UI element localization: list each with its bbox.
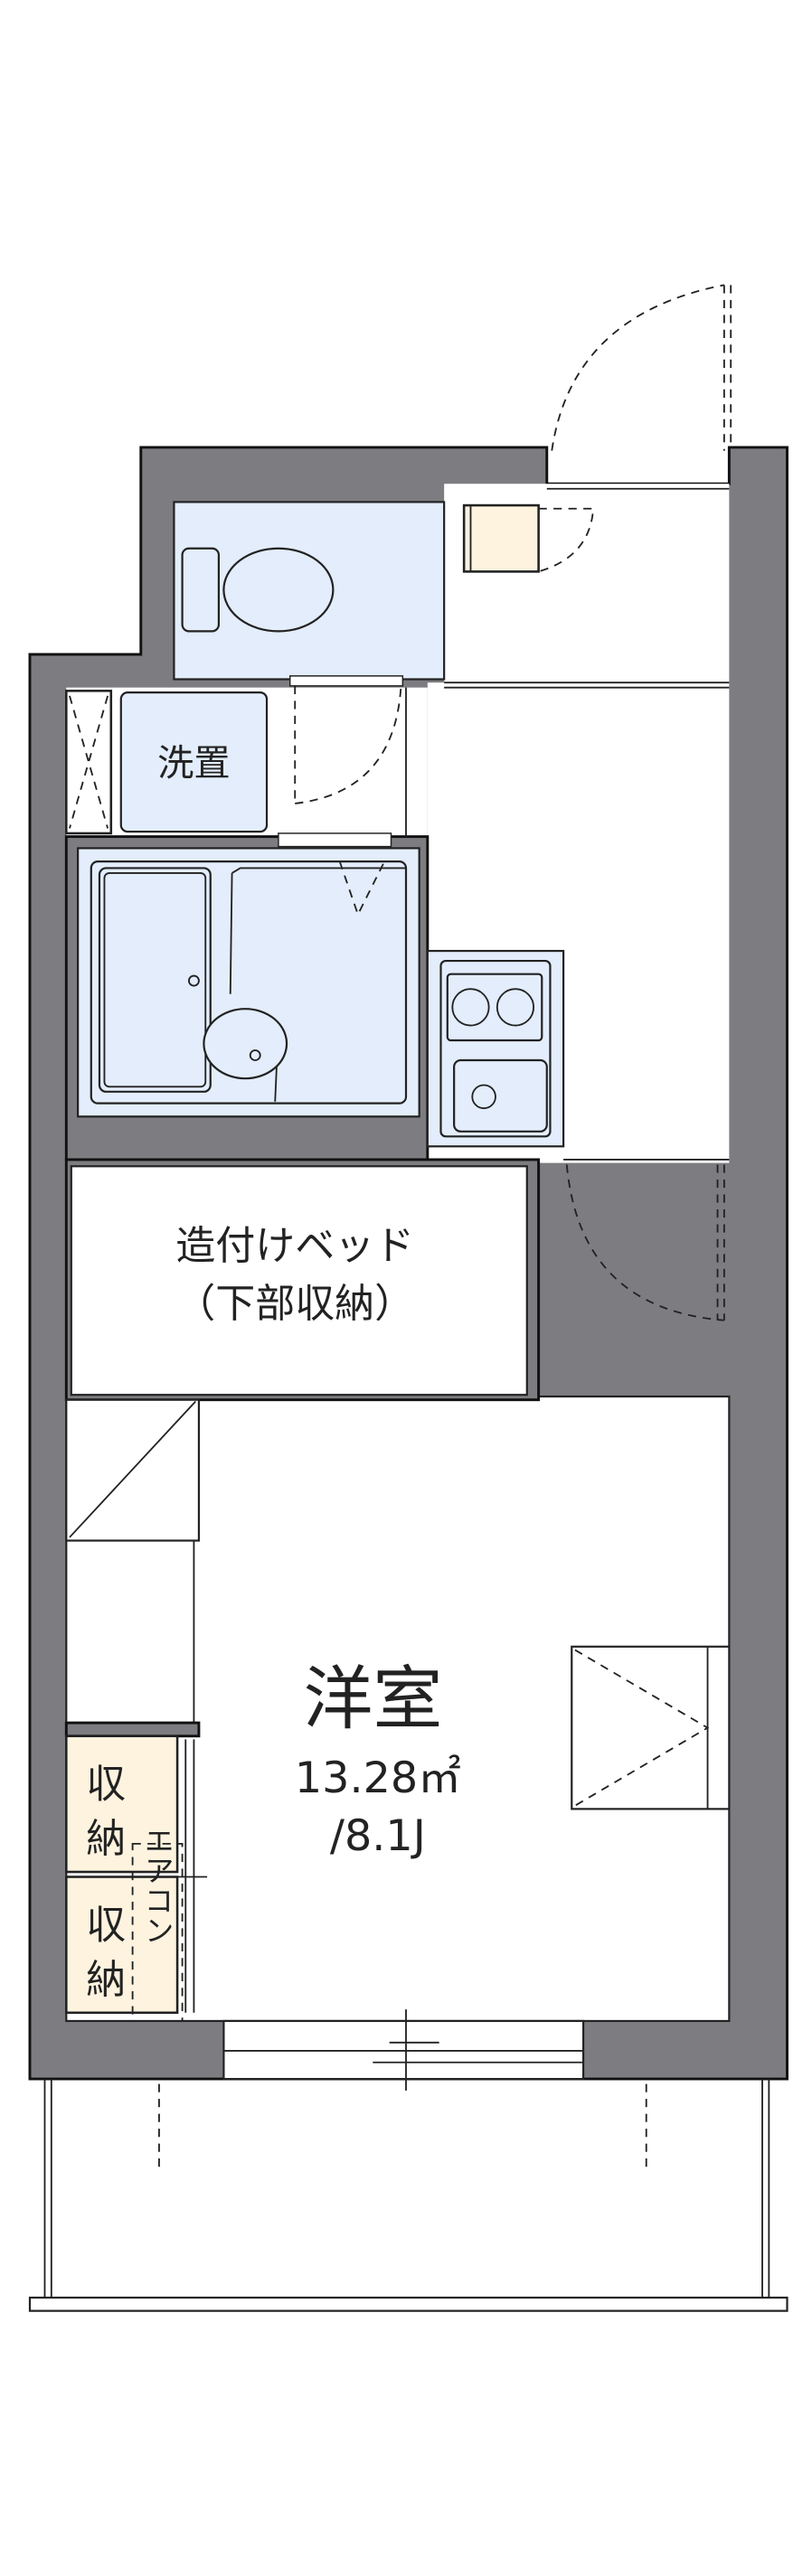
- storage-1: [65, 1735, 179, 1874]
- built-in-bed: [70, 1165, 528, 1396]
- front-door-swing: [551, 284, 732, 451]
- shoe-storage: [462, 503, 540, 573]
- sink-icon: [203, 1008, 288, 1080]
- toilet-icon: [181, 547, 335, 633]
- washer-space: [119, 691, 269, 833]
- main-room-tatami: /8.1J: [330, 1811, 426, 1861]
- storage-wall: [64, 1721, 201, 1738]
- main-room-area: 13.28㎡: [295, 1753, 461, 1803]
- aircon-label: エアコン: [140, 1826, 175, 1945]
- kitchen-sink-icon: [453, 1058, 548, 1133]
- storage-1-label-top: 収: [86, 1762, 126, 1808]
- aircon-unit: [131, 1842, 184, 2022]
- storage-2: [65, 1876, 179, 2015]
- storage-2-label-top: 収: [86, 1902, 126, 1948]
- balcony-window: [222, 2009, 585, 2091]
- storage-2-label-bottom: 納: [86, 1957, 126, 2003]
- balcony: [28, 2079, 788, 2312]
- room-door-swing: [563, 1159, 730, 1321]
- washer-label: 洗置: [157, 742, 231, 785]
- storage-1-label-bottom: 納: [86, 1816, 126, 1862]
- bed-label: 造付けベッド: [175, 1223, 414, 1269]
- pipe-space: [65, 690, 113, 835]
- stove-icon: [446, 973, 543, 1042]
- toilet-door-swing: [288, 675, 404, 804]
- main-room-label: 洋室: [303, 1659, 442, 1740]
- side-window: [571, 1645, 731, 1810]
- bed-storage-label: （下部収納）: [175, 1281, 414, 1327]
- bathtub-icon: [98, 867, 212, 1093]
